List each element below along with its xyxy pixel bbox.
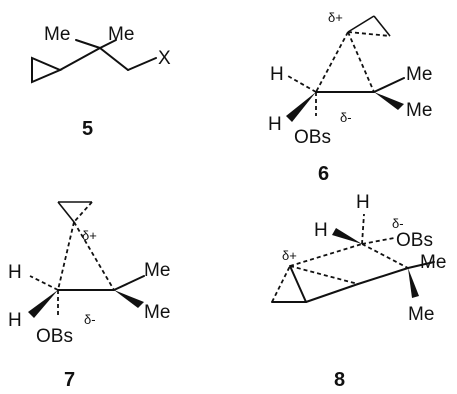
compound-8-obs: OBs [396,230,433,251]
compound-6-number: 6 [318,163,329,185]
compound-5-number: 5 [82,118,93,140]
compound-8-me-bottom: Me [408,304,434,325]
compound-7-h-top: H [8,262,22,283]
compound-7-me-bottom: Me [144,302,170,323]
compound-6-delta-plus: δ+ [328,10,343,25]
compound-7-bonds [28,201,145,318]
compound-8-number: 8 [334,369,345,391]
compound-7-delta-plus: δ+ [82,228,97,243]
compound-6-me-top: Me [406,64,432,85]
compound-7-number: 7 [64,369,75,391]
compound-6-me-bottom: Me [406,100,432,121]
compound-8: δ+ H H δ- OBs Me Me 8 [271,192,446,391]
compound-5: Me Me X 5 [31,24,171,140]
compound-8-me-right: Me [420,252,446,273]
compound-7-delta-minus: δ- [84,312,96,327]
compound-5-me-left: Me [44,24,70,45]
compound-6-h-top: H [270,64,284,85]
compound-6: δ+ H H Me Me δ- OBs 6 [268,10,432,185]
compound-6-delta-minus: δ- [340,110,352,125]
compound-5-bonds [31,39,157,84]
compound-5-x-label: X [158,48,171,69]
compound-8-delta-plus: δ+ [282,248,297,263]
compound-8-h-left: H [314,220,328,241]
compound-7-h-bottom: H [8,310,22,331]
compound-7-obs: OBs [36,326,73,347]
compound-6-obs: OBs [294,127,331,148]
compound-8-h-top: H [356,192,370,213]
compound-7: δ+ H H Me Me δ- OBs 7 [8,201,170,391]
compound-8-bonds [271,213,435,303]
compound-6-h-bottom: H [268,114,282,135]
compound-6-bonds [286,15,405,122]
compound-7-me-top: Me [144,260,170,281]
compound-5-me-right: Me [108,24,134,45]
compound-8-delta-minus: δ- [392,216,404,231]
